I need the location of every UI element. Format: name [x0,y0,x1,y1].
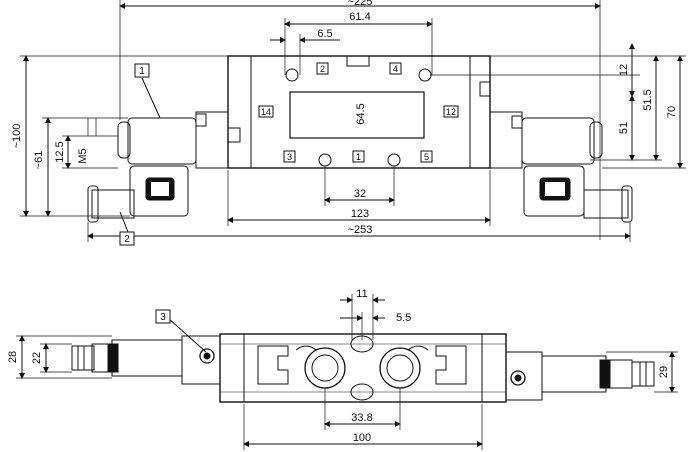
port-1-label: 1 [356,152,361,162]
dim-64-5: 64.5 [355,103,367,124]
dim-253: ~253 [348,224,373,236]
callout-2-box [119,231,135,246]
port-3-label: 3 [287,152,292,162]
callout-1: 1 [139,66,145,77]
port-labels [258,62,459,163]
dim-12: 12 [618,64,630,76]
dim-61-4: 61.4 [349,11,370,23]
dim-33-8: 33.8 [351,412,372,424]
port-4-label: 4 [393,64,398,74]
dim-61: ~61 [33,151,45,170]
dim-overall-top: ~225 [348,0,373,8]
dim-5-5: 5.5 [396,312,411,324]
dim-32: 32 [354,188,366,200]
callout-3: 3 [160,312,166,323]
bottom-view [16,294,678,450]
dim-70: 70 [666,106,678,118]
dim-100-top: ~100 [11,124,23,149]
dim-m5: M5 [77,148,89,163]
dim-6-5: 6.5 [317,28,332,40]
dim-12-5: 12.5 [54,141,66,162]
dim-29: 29 [658,366,670,378]
dim-51-5: 51.5 [642,89,654,110]
port-5-label: 5 [424,152,429,162]
dim-123: 123 [351,208,369,220]
port-12-label: 12 [446,107,456,117]
port-2-label: 2 [320,64,325,74]
callout-2: 2 [124,234,130,245]
top-view [20,0,686,242]
dim-28: 28 [7,351,19,363]
callout-3-box [155,309,171,324]
dim-22: 22 [31,352,43,364]
dim-51: 51 [618,122,630,134]
port-14-label: 14 [261,107,271,117]
callout-1-box [134,63,150,78]
dim-11: 11 [356,288,367,300]
dim-100-bottom: 100 [353,432,371,444]
